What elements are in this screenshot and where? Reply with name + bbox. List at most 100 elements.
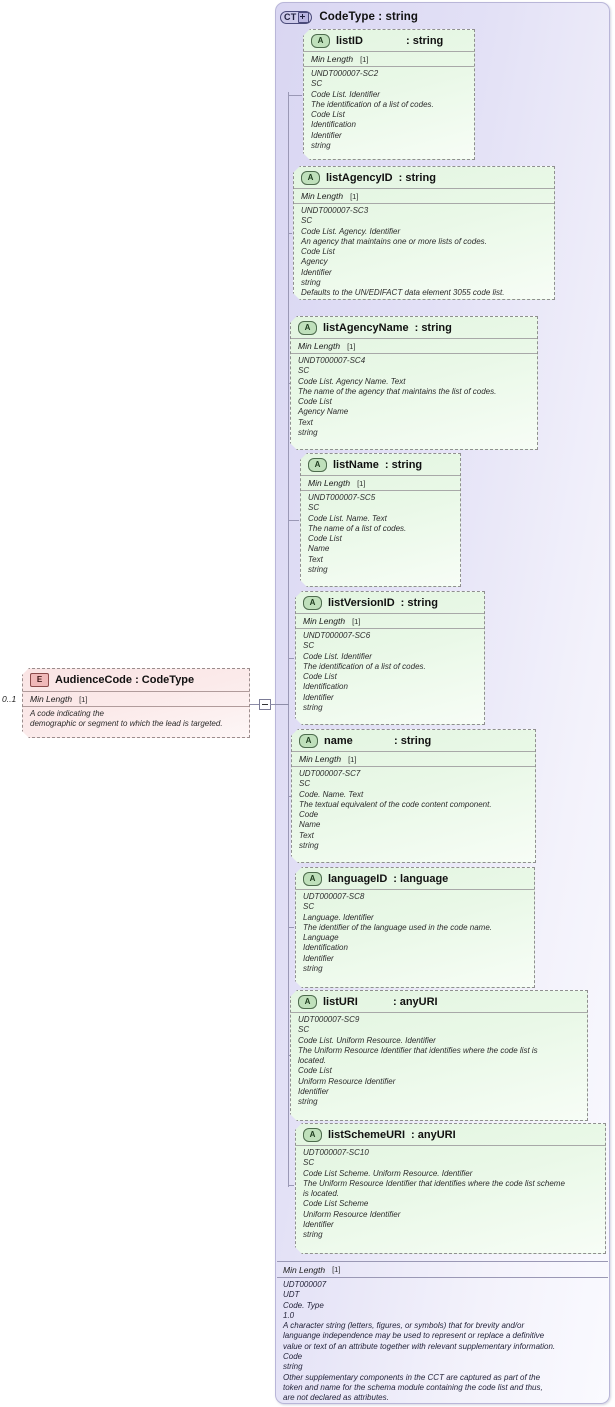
element-facet-label: Min Length xyxy=(30,694,73,704)
attribute-detail-line: string xyxy=(299,841,319,851)
attribute-badge-label: A xyxy=(314,459,321,469)
attribute-name: listName xyxy=(333,458,379,471)
element-link-segment-right xyxy=(270,704,289,705)
attribute-detail-line: Code List. Agency Name. Text xyxy=(298,376,406,386)
expand-plus-icon[interactable] xyxy=(298,11,310,23)
element-detail-line: demographic or segment to which the lead… xyxy=(30,719,223,729)
complex-type-detail-line: are not declared as attributes. xyxy=(283,1393,389,1403)
attribute-name: listID xyxy=(336,34,363,47)
attribute-facet-row: Min Length[1] xyxy=(301,475,460,491)
attribute-detail-line: Agency xyxy=(301,257,328,267)
attribute-detail-line: Identification xyxy=(311,120,356,130)
tree-stub xyxy=(288,383,290,384)
complextype-badge-label: CT xyxy=(284,11,297,22)
attribute-badge-label: A xyxy=(317,35,324,45)
attribute-detail-line: is located. xyxy=(303,1189,340,1199)
complex-type-detail-line: 1.0 xyxy=(283,1310,295,1320)
attribute-badge-label: A xyxy=(304,996,311,1006)
attribute-facet-label: Min Length xyxy=(303,616,346,626)
complex-type-detail-line: UDT xyxy=(283,1290,300,1300)
attribute-detail-line: SC xyxy=(298,1025,310,1035)
attribute-detail-line: UDT000007-SC9 xyxy=(298,1015,360,1024)
attribute-detail-line: string xyxy=(303,1230,323,1240)
attribute-facet-value: [1] xyxy=(347,341,356,351)
attribute-facet-label: Min Length xyxy=(299,754,342,764)
attribute-detail-line: Code xyxy=(299,810,319,820)
attribute-facet-value: [1] xyxy=(352,616,361,626)
attribute-detail-line: SC xyxy=(298,366,310,376)
attribute-detail-line: The name of the agency that maintains th… xyxy=(298,386,497,396)
attribute-facet-row: Min Length[1] xyxy=(304,51,474,67)
attribute-badge-label: A xyxy=(309,1129,316,1139)
attribute-facet-row: Min Length [1] xyxy=(294,188,554,204)
attribute-detail-line: SC xyxy=(301,216,313,226)
attribute-detail-line: Code List xyxy=(301,247,335,257)
tree-stub xyxy=(288,796,291,797)
attribute-badge-icon: A xyxy=(301,171,320,185)
complex-type-title: CodeType : string xyxy=(319,11,419,23)
attribute-detail-line: Uniform Resource Identifier xyxy=(303,1209,401,1219)
attribute-facet-value: [1] xyxy=(360,54,369,64)
tree-stub xyxy=(288,1185,294,1186)
attribute-detail-line: Identification xyxy=(303,682,348,692)
attribute-detail-line: Text xyxy=(298,417,313,427)
complex-type-detail-line: value or text of an attribute together w… xyxy=(283,1341,556,1351)
attribute-name: listURI xyxy=(323,995,358,1008)
attribute-detail-line: Code List Scheme xyxy=(303,1199,369,1209)
attribute-detail-line: located. xyxy=(298,1056,327,1066)
attribute-badge-label: A xyxy=(309,873,316,883)
complextype-badge-icon[interactable]: CT xyxy=(280,10,313,24)
tree-stub xyxy=(288,658,294,659)
attribute-detail-line: Language. Identifier xyxy=(303,912,374,922)
element-facet-row: Min Length [1] xyxy=(23,691,249,707)
attribute-type: : anyURI xyxy=(393,995,438,1008)
attribute-detail-line: string xyxy=(308,565,328,575)
attribute-detail-line: UNDT000007-SC6 xyxy=(303,631,371,640)
complex-type-detail-line: Other supplementary components in the CC… xyxy=(283,1372,541,1382)
attribute-separator xyxy=(291,1012,587,1013)
attribute-facet-row: Min Length [1] xyxy=(296,613,484,629)
attribute-detail-line: Code List xyxy=(308,534,342,544)
attribute-detail-line: SC xyxy=(303,1158,315,1168)
attribute-facet-value: [1] xyxy=(357,478,366,488)
attribute-detail-line: Identifier xyxy=(303,1220,334,1230)
attribute-separator xyxy=(296,889,534,890)
attribute-facet-value: [1] xyxy=(350,191,359,201)
attribute-detail-line: Code List. Identifier xyxy=(311,89,380,99)
attribute-badge-label: A xyxy=(307,172,314,182)
element-cardinality: 0..1 xyxy=(2,694,17,704)
attribute-badge-icon: A xyxy=(298,321,317,335)
element-title: AudienceCode : CodeType xyxy=(55,674,195,686)
attribute-type: : anyURI xyxy=(411,1128,456,1141)
attribute-detail-line: Agency Name xyxy=(298,407,349,417)
attribute-detail-line: string xyxy=(303,703,323,713)
attribute-detail-line: The Uniform Resource Identifier that ide… xyxy=(303,1178,565,1188)
attribute-type: : language xyxy=(393,872,449,885)
element-audiencecode-box[interactable]: E AudienceCode : CodeType Min Length [1]… xyxy=(22,668,250,738)
attribute-detail-line: Identifier xyxy=(303,692,334,702)
attribute-detail-line: Code List. Uniform Resource. Identifier xyxy=(298,1035,436,1045)
attribute-detail-line: Language xyxy=(303,933,339,943)
attribute-facet-label: Min Length xyxy=(301,191,344,201)
attribute-detail-line: Identification xyxy=(303,943,348,953)
